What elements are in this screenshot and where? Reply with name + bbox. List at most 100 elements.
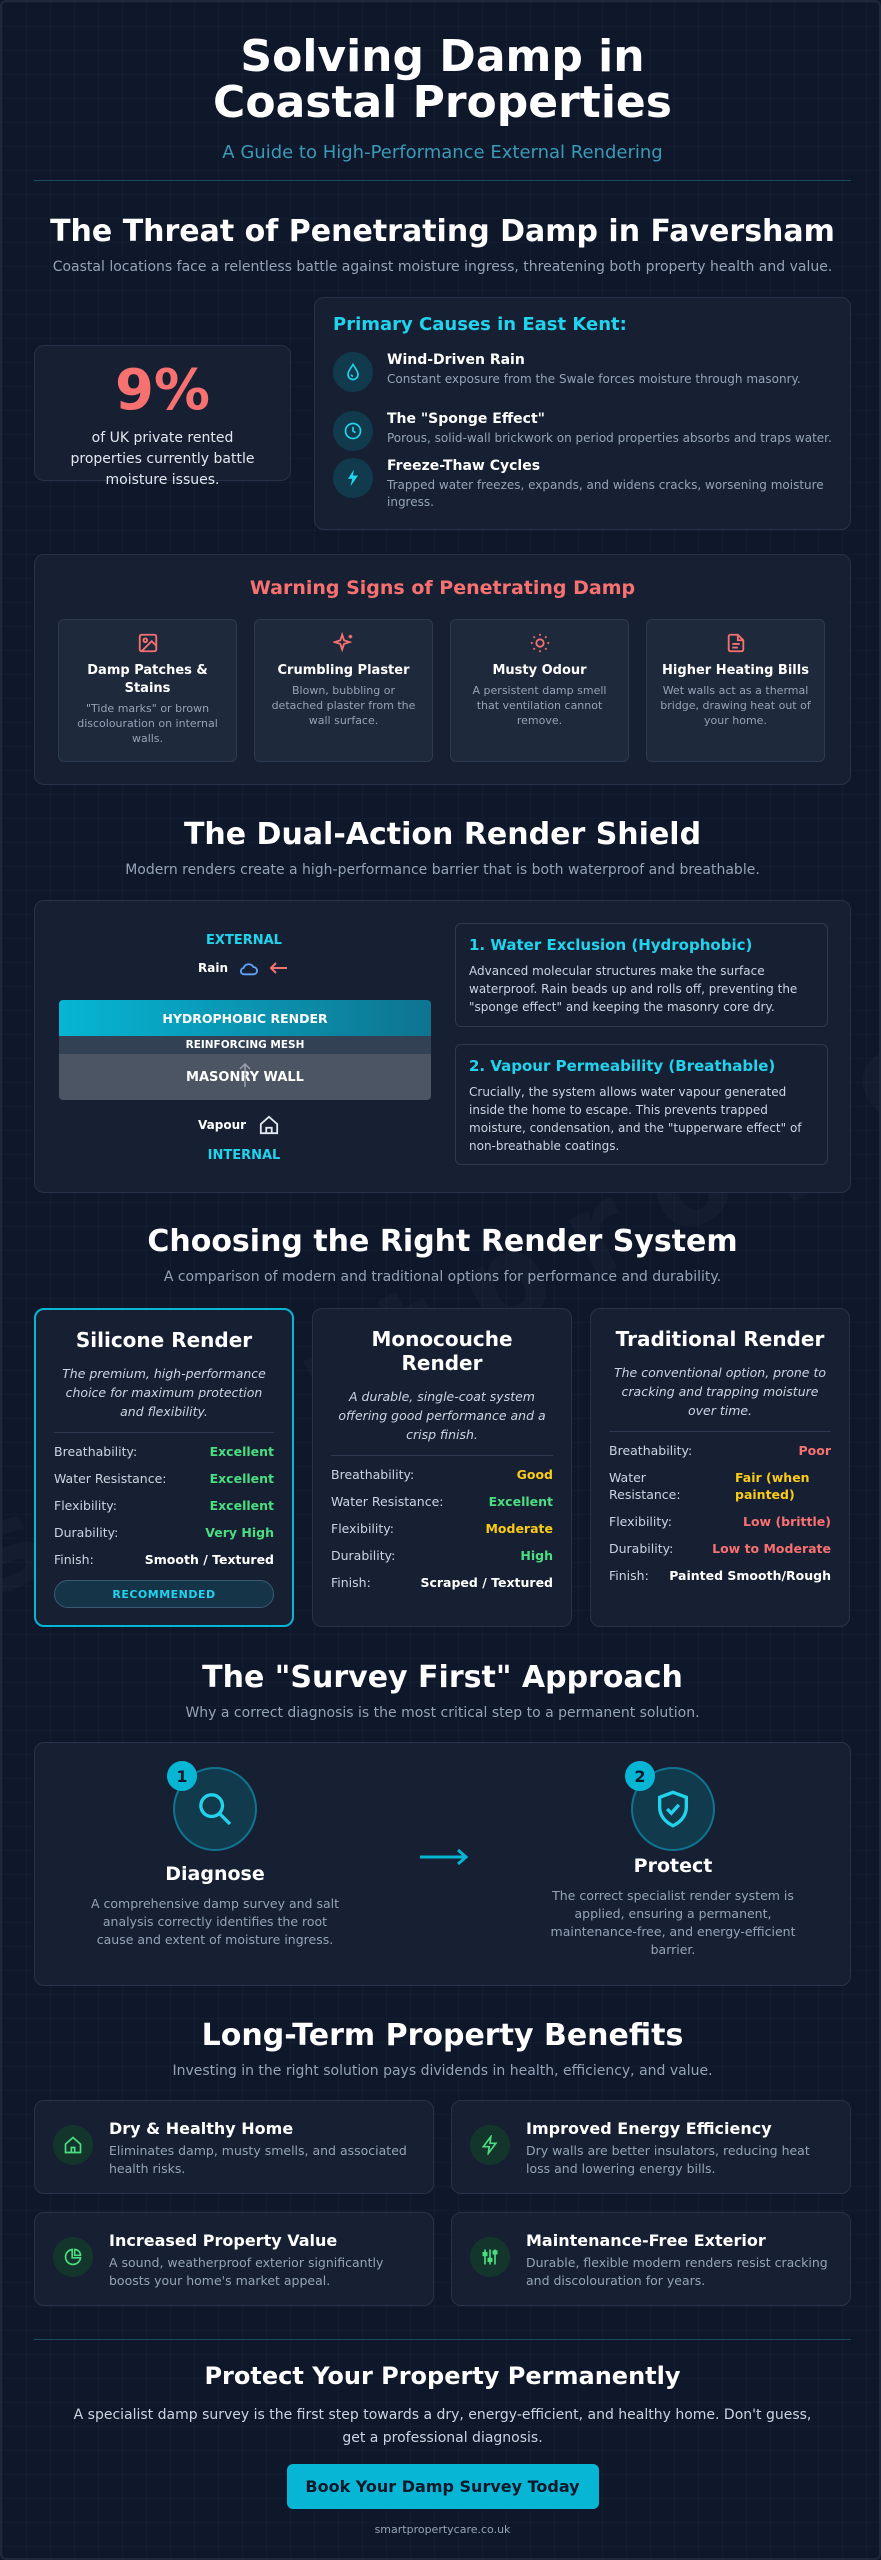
spec-label: Finish: bbox=[609, 1568, 649, 1583]
website-url[interactable]: smartpropertycare.co.uk bbox=[374, 2523, 511, 2536]
spec-row: Water Resistance: Excellent bbox=[331, 1493, 553, 1510]
sliders-icon bbox=[470, 2237, 510, 2277]
spec-label: Breathability: bbox=[54, 1444, 138, 1459]
point-title: 1. Water Exclusion (Hydrophobic) bbox=[469, 936, 753, 954]
compare-section-header: Choosing the Right Render System A compa… bbox=[34, 1224, 851, 1285]
survey-title: The "Survey First" Approach bbox=[202, 1660, 683, 1695]
point-desc: Crucially, the system allows water vapou… bbox=[469, 1085, 802, 1153]
spec-row: Water Resistance: Fair (when painted) bbox=[609, 1469, 831, 1503]
spec-value: Low to Moderate bbox=[712, 1541, 831, 1556]
external-label: EXTERNAL bbox=[206, 933, 282, 948]
spec-row: Breathability: Excellent bbox=[54, 1443, 274, 1460]
divider bbox=[54, 1432, 274, 1433]
layer-reinforcing-mesh: REINFORCING MESH bbox=[59, 1036, 431, 1054]
cause-desc: Trapped water freezes, expands, and wide… bbox=[387, 478, 824, 509]
spec-row: Finish:Scraped / Textured bbox=[331, 1574, 553, 1591]
spec-row: Flexibility:Moderate bbox=[331, 1520, 553, 1537]
step-number: 2 bbox=[625, 1761, 655, 1791]
rain-label: Rain bbox=[198, 961, 228, 975]
causes-card: Primary Causes in East Kent: Wind-Driven… bbox=[314, 297, 851, 530]
header-divider bbox=[34, 180, 851, 181]
divider bbox=[609, 1431, 831, 1432]
sign-title: Crumbling Plaster bbox=[277, 663, 410, 678]
cta-section: Protect Your Property Permanently A spec… bbox=[34, 2362, 851, 2536]
spec-value: Painted Smooth/Rough bbox=[669, 1568, 831, 1583]
hydrophobic-point-card: 1. Water Exclusion (Hydrophobic) Advance… bbox=[455, 923, 828, 1027]
threat-subtitle: Coastal locations face a relentless batt… bbox=[52, 259, 833, 275]
crack-icon bbox=[333, 458, 373, 498]
spec-value: Excellent bbox=[209, 1471, 274, 1486]
shield-check-icon: 2 bbox=[625, 1761, 715, 1851]
stat-value: 9% bbox=[114, 358, 211, 423]
spec-label: Finish: bbox=[331, 1575, 371, 1590]
benefits-section-header: Long-Term Property Benefits Investing in… bbox=[34, 2018, 851, 2079]
spec-value: Smooth / Textured bbox=[144, 1552, 274, 1567]
survey-steps-card: 1 Diagnose A comprehensive damp survey a… bbox=[34, 1742, 851, 1986]
monocouche-render-card: Monocouche Render A durable, single-coat… bbox=[312, 1308, 572, 1627]
benefit-title: Increased Property Value bbox=[109, 2231, 338, 2250]
sign-title: Musty Odour bbox=[492, 663, 587, 678]
benefits-title: Long-Term Property Benefits bbox=[201, 2018, 684, 2053]
spec-value: Excellent bbox=[209, 1498, 274, 1513]
shield-section-header: The Dual-Action Render Shield Modern ren… bbox=[34, 817, 851, 878]
page-header: Solving Damp in Coastal Properties A Gui… bbox=[34, 34, 851, 164]
spec-value: Very High bbox=[205, 1525, 274, 1540]
step-title: Protect bbox=[633, 1855, 713, 1877]
benefit-card: Maintenance-Free Exterior Durable, flexi… bbox=[451, 2212, 851, 2306]
cause-title: Freeze-Thaw Cycles bbox=[387, 458, 541, 474]
spec-label: Breathability: bbox=[331, 1467, 415, 1482]
house-icon bbox=[259, 1115, 279, 1135]
rain-indicator: Rain bbox=[198, 959, 288, 977]
cta-text: A specialist damp survey is the first st… bbox=[73, 2407, 812, 2446]
cause-desc: Constant exposure from the Swale forces … bbox=[387, 372, 801, 386]
system-desc: The premium, high-performance choice for… bbox=[62, 1366, 266, 1419]
spec-label: Durability: bbox=[54, 1525, 119, 1540]
survey-section-header: The "Survey First" Approach Why a correc… bbox=[34, 1660, 851, 1721]
sign-title: Damp Patches & Stains bbox=[87, 663, 208, 696]
point-desc: Advanced molecular structures make the s… bbox=[469, 964, 798, 1014]
benefit-card: Improved Energy Efficiency Dry walls are… bbox=[451, 2100, 851, 2194]
spec-label: Water Resistance: bbox=[609, 1470, 681, 1502]
cause-title: Wind-Driven Rain bbox=[387, 352, 525, 368]
spec-value: Excellent bbox=[488, 1494, 553, 1509]
warning-signs-card: Warning Signs of Penetrating Damp Damp P… bbox=[34, 554, 851, 785]
spec-row: Durability: Very High bbox=[54, 1524, 274, 1541]
vapour-arrow-icon bbox=[239, 1062, 251, 1087]
stat-text: of UK private rented properties currentl… bbox=[70, 430, 255, 488]
vapour-indicator: Vapour bbox=[198, 1115, 280, 1135]
book-survey-button[interactable]: Book Your Damp Survey Today bbox=[286, 2464, 599, 2509]
spec-value: Moderate bbox=[485, 1521, 553, 1536]
spec-label: Durability: bbox=[331, 1548, 396, 1563]
step-desc: A comprehensive damp survey and salt ana… bbox=[90, 1896, 340, 1947]
compare-title: Choosing the Right Render System bbox=[147, 1224, 738, 1259]
spec-label: Water Resistance: bbox=[331, 1494, 444, 1509]
benefit-desc: Eliminates damp, musty smells, and assoc… bbox=[109, 2143, 407, 2176]
step-title: Diagnose bbox=[165, 1863, 265, 1885]
spec-value: Fair (when painted) bbox=[735, 1470, 810, 1502]
cloud-icon bbox=[239, 963, 258, 976]
layer-hydrophobic-render: HYDROPHOBIC RENDER bbox=[59, 1000, 431, 1036]
system-desc: The conventional option, prone to cracki… bbox=[613, 1365, 827, 1418]
sign-desc: "Tide marks" or brown discolouration on … bbox=[77, 702, 218, 745]
spec-row: Durability:High bbox=[331, 1547, 553, 1564]
magnifier-icon: 1 bbox=[167, 1761, 257, 1851]
benefits-subtitle: Investing in the right solution pays div… bbox=[172, 2063, 713, 2079]
spec-row: Breathability:Good bbox=[331, 1466, 553, 1483]
compare-subtitle: A comparison of modern and traditional o… bbox=[163, 1269, 722, 1285]
cause-title: The "Sponge Effect" bbox=[387, 411, 545, 427]
benefit-title: Improved Energy Efficiency bbox=[526, 2119, 772, 2138]
spec-value: Excellent bbox=[209, 1444, 274, 1459]
system-name: Traditional Render bbox=[615, 1327, 825, 1351]
warning-sign-card: Musty Odour A persistent damp smell that… bbox=[450, 619, 629, 762]
page-subtitle: A Guide to High-Performance External Ren… bbox=[222, 142, 663, 163]
system-name: Silicone Render bbox=[75, 1328, 253, 1352]
system-desc: A durable, single-coat system offering g… bbox=[338, 1389, 546, 1442]
bolt-icon bbox=[470, 2125, 510, 2165]
stat-card: 9% of UK private rented properties curre… bbox=[34, 345, 291, 488]
cause-desc: Porous, solid-wall brickwork on period p… bbox=[387, 431, 832, 445]
benefit-desc: Durable, flexible modern renders resist … bbox=[526, 2255, 828, 2288]
internal-label: INTERNAL bbox=[207, 1148, 281, 1163]
recommended-badge: RECOMMENDED bbox=[54, 1580, 274, 1608]
sun-icon bbox=[530, 633, 549, 653]
